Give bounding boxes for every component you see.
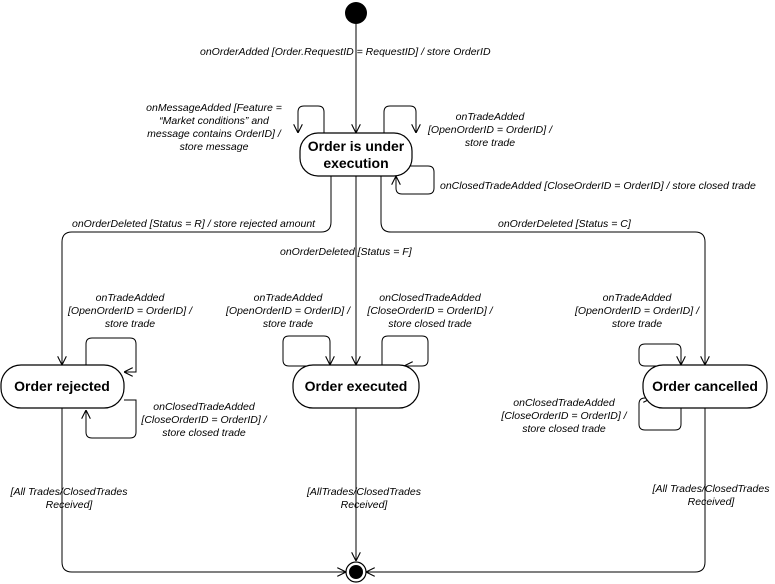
label-executed-trade-line-3: store trade (263, 318, 313, 330)
label-executed-closed: onClosedTradeAdded [CloseOrderID = Order… (366, 292, 493, 330)
state-rejected[interactable]: Order rejected (0, 364, 125, 409)
label-rejected-trade-line-1: onTradeAdded (96, 292, 166, 304)
loop-execution-message (298, 105, 325, 133)
label-deleted-c: onOrderDeleted [Status = C] (498, 218, 632, 230)
label-final-rejected-line-1: [All Trades/ClosedTrades (10, 486, 129, 498)
state-cancelled[interactable]: Order cancelled (642, 364, 768, 409)
edge-execution-to-rejected (62, 176, 332, 365)
state-executed-label: Order executed (305, 378, 408, 394)
label-cancelled-closed-line-1: onClosedTradeAdded (513, 397, 616, 409)
label-deleted-f: onOrderDeleted [Status = F] (280, 246, 413, 258)
label-message-added-line-4: store message (180, 141, 249, 153)
state-under-execution-line-2: execution (323, 155, 388, 171)
label-executed-trade-line-2: [OpenOrderID = OrderID] / (225, 305, 351, 317)
label-rejected-trade-line-2: [OpenOrderID = OrderID] / (67, 305, 193, 317)
label-trade-added-exec-line-3: store trade (465, 137, 515, 149)
label-trade-added-exec-line-1: onTradeAdded (456, 111, 526, 123)
loop-execution-trade (383, 105, 416, 133)
label-final-executed-line-1: [AllTrades/ClosedTrades (306, 486, 422, 498)
label-message-added: onMessageAdded [Feature = “Market condit… (146, 102, 282, 153)
label-cancelled-closed: onClosedTradeAdded [CloseOrderID = Order… (500, 397, 627, 435)
loop-cancelled-trade (638, 343, 681, 367)
label-executed-closed-line-1: onClosedTradeAdded (379, 292, 482, 304)
label-cancelled-closed-line-2: [CloseOrderID = OrderID] / (500, 410, 627, 422)
state-under-execution-line-1: Order is under (308, 138, 405, 154)
edge-execution-to-cancelled (380, 176, 705, 365)
label-cancelled-trade-line-3: store trade (612, 318, 662, 330)
final-node (345, 561, 367, 583)
label-message-added-line-3: message contains OrderID] / (147, 128, 282, 140)
label-message-added-line-2: “Market conditions” and (159, 115, 270, 127)
loop-execution-closed (396, 165, 435, 195)
label-closed-trade-exec: onClosedTradeAdded [CloseOrderID = Order… (440, 180, 756, 192)
label-final-executed: [AllTrades/ClosedTrades Received] (306, 486, 422, 511)
state-executed[interactable]: Order executed (292, 364, 420, 409)
label-message-added-line-1: onMessageAdded [Feature = (146, 102, 282, 114)
initial-node (345, 2, 367, 24)
label-executed-closed-line-3: store closed trade (388, 318, 472, 330)
label-final-rejected: [All Trades/ClosedTrades Received] (10, 486, 129, 511)
label-initial: onOrderAdded [Order.RequestID = RequestI… (200, 46, 491, 58)
label-trade-added-exec: onTradeAdded [OpenOrderID = OrderID] / s… (427, 111, 553, 149)
label-deleted-r: onOrderDeleted [Status = R] / store reje… (72, 218, 316, 230)
label-trade-added-exec-line-2: [OpenOrderID = OrderID] / (427, 124, 553, 136)
loop-executed-closed (381, 335, 429, 366)
state-cancelled-label: Order cancelled (652, 378, 758, 394)
label-rejected-closed-line-1: onClosedTradeAdded (153, 401, 256, 413)
label-cancelled-trade: onTradeAdded [OpenOrderID = OrderID] / s… (574, 292, 700, 330)
label-cancelled-trade-line-1: onTradeAdded (603, 292, 673, 304)
label-final-cancelled-line-2: Received] (688, 496, 736, 508)
label-final-cancelled-line-1: [All Trades/ClosedTrades (652, 483, 771, 495)
label-final-executed-line-2: Received] (341, 499, 389, 511)
loop-rejected-closed (86, 399, 137, 439)
loop-executed-trade (282, 335, 330, 367)
label-rejected-trade: onTradeAdded [OpenOrderID = OrderID] / s… (67, 292, 193, 330)
state-under-execution[interactable]: Order is under execution (299, 132, 413, 177)
label-final-cancelled: [All Trades/ClosedTrades Received] (652, 483, 771, 508)
label-rejected-closed-line-3: store closed trade (162, 427, 246, 439)
label-rejected-trade-line-3: store trade (105, 318, 155, 330)
label-cancelled-trade-line-2: [OpenOrderID = OrderID] / (574, 305, 700, 317)
label-executed-trade: onTradeAdded [OpenOrderID = OrderID] / s… (225, 292, 351, 330)
loop-cancelled-closed (638, 398, 682, 431)
label-executed-trade-line-1: onTradeAdded (254, 292, 324, 304)
label-rejected-closed: onClosedTradeAdded [CloseOrderID = Order… (140, 401, 267, 439)
state-rejected-label: Order rejected (14, 378, 110, 394)
edge-rejected-to-final (61, 408, 346, 572)
edge-cancelled-to-final (366, 408, 706, 572)
label-rejected-closed-line-2: [CloseOrderID = OrderID] / (140, 414, 267, 426)
label-final-rejected-line-2: Received] (46, 499, 94, 511)
loop-rejected-trade (85, 337, 137, 372)
label-cancelled-closed-line-3: store closed trade (522, 423, 606, 435)
label-executed-closed-line-2: [CloseOrderID = OrderID] / (366, 305, 493, 317)
